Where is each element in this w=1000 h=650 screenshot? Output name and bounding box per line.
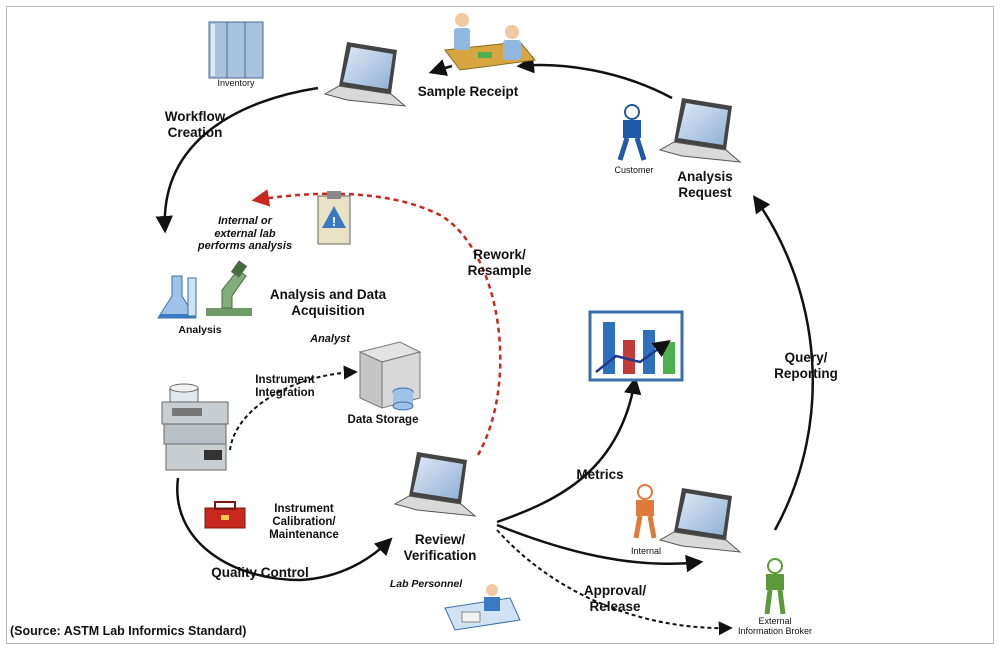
internal-external-lab-label: Internal or external lab performs analys… xyxy=(197,215,293,253)
workflow-creation-label: Workflow Creation xyxy=(164,109,226,140)
meeting-icon xyxy=(444,13,536,71)
arrow-approval-release xyxy=(496,523,704,573)
instrument-calibration-label: Instrument Calibration/ Maintenance xyxy=(269,503,339,542)
instrument-integration-label: Instrument Integration xyxy=(255,374,315,400)
laptop-icon-review xyxy=(393,452,477,517)
clipboard-icon: ! xyxy=(317,191,351,245)
flask-icon xyxy=(157,275,197,319)
metrics-label: Metrics xyxy=(576,467,624,482)
svg-text:!: ! xyxy=(332,214,336,229)
sample-receipt-label: Sample Receipt xyxy=(417,84,519,99)
arrow-instrument-integration xyxy=(229,365,358,451)
arrow-request-to-receipt xyxy=(516,55,673,100)
microscope-icon xyxy=(206,260,252,316)
toolbox-icon xyxy=(204,501,246,529)
diagram-frame xyxy=(6,6,994,644)
internal-label: Internal xyxy=(630,546,662,556)
analysis-label: Analysis xyxy=(178,324,222,336)
analysis-data-acquisition-label: Analysis and Data Acquisition xyxy=(269,287,387,318)
inventory-icon xyxy=(208,21,264,79)
instrument-icon xyxy=(161,383,229,471)
laptop-icon-sample-receipt xyxy=(323,42,407,107)
laptop-icon-internal xyxy=(658,488,742,553)
arrow-quality-control xyxy=(176,477,393,582)
arrow-rework xyxy=(251,189,502,456)
analysis-request-label: Analysis Request xyxy=(677,169,733,200)
analyst-label: Analyst xyxy=(310,333,350,345)
source-caption: (Source: ASTM Lab Informics Standard) xyxy=(10,624,247,638)
chart-icon xyxy=(588,310,684,382)
quality-control-label: Quality Control xyxy=(211,565,309,580)
arrow-receipt-to-laptop xyxy=(428,59,453,76)
external-broker-label: External Information Broker xyxy=(737,616,813,637)
laptop-icon-analysis-request xyxy=(658,98,742,163)
review-verification-label: Review/ Verification xyxy=(403,532,477,563)
arrow-metrics xyxy=(496,376,642,524)
server-icon xyxy=(358,341,422,411)
rework-resample-label: Rework/ Resample xyxy=(467,247,532,278)
person-icon-external-broker xyxy=(764,558,786,615)
person-icon-internal xyxy=(633,484,657,539)
person-icon-customer xyxy=(617,104,647,161)
arrow-query-reporting xyxy=(752,195,814,531)
lab-personnel-label: Lab Personnel xyxy=(389,578,463,590)
arrow-to-external xyxy=(496,529,733,636)
query-reporting-label: Query/ Reporting xyxy=(774,350,838,381)
inventory-label: Inventory xyxy=(217,78,255,88)
lab-personnel-icon xyxy=(444,584,521,631)
arrow-workflow-creation xyxy=(155,86,319,234)
approval-release-label: Approval/ Release xyxy=(583,583,647,614)
customer-label: Customer xyxy=(614,165,654,175)
data-storage-label: Data Storage xyxy=(347,414,419,426)
